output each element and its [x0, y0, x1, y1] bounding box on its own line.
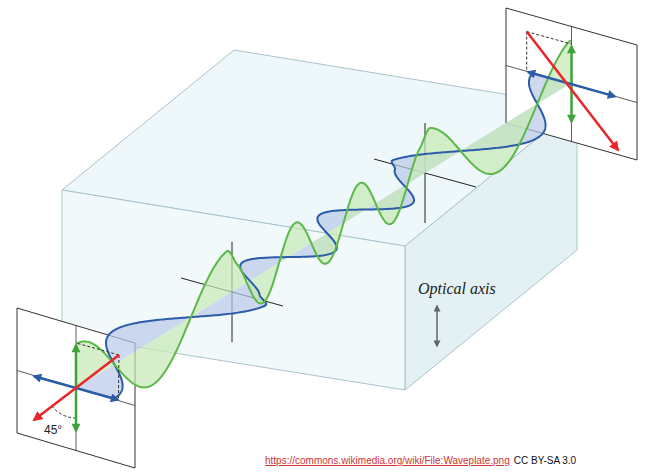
vertical-wave: [76, 40, 571, 387]
projection-dash: [526, 32, 527, 72]
angle-arc: [52, 406, 76, 418]
source-link: https://commons.wikimedia.org/wiki/File:…: [265, 455, 510, 467]
horizontal-component-arrow: [528, 72, 615, 96]
axis-label: Optical axis: [418, 280, 496, 298]
license-label: CC BY-SA 3.0: [514, 455, 576, 467]
input-field-vectors: [34, 343, 119, 431]
vertical-wave-fill: [76, 40, 571, 388]
optical-axis-arrow: [436, 306, 438, 346]
projection-dash: [76, 343, 119, 355]
projection-dash: [118, 355, 120, 400]
angle-label: 45°: [43, 424, 63, 438]
output-field-vectors: [527, 32, 618, 150]
polarization-arrow: [527, 32, 618, 150]
horizontal-wave: [106, 73, 546, 398]
polarization-arrow: [34, 355, 119, 420]
